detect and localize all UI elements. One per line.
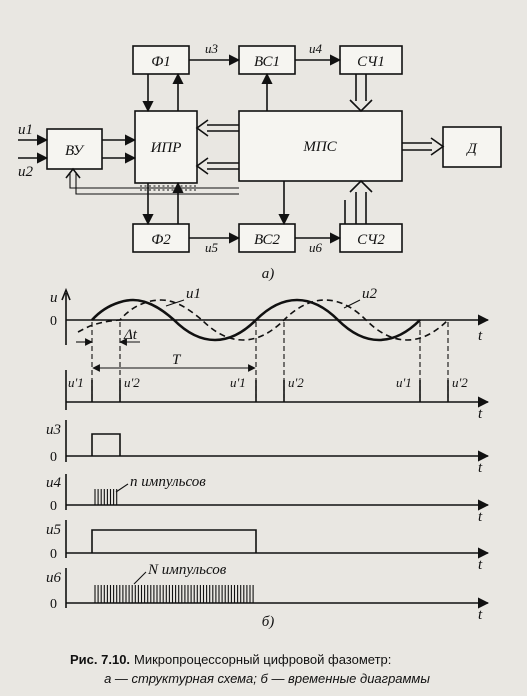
wave-u6-pulses [94, 585, 254, 603]
impulse-u2-label-3: u'2 [452, 375, 468, 390]
axis-t-label-2: t [478, 406, 483, 422]
block-diagram: Ф1 ВС1 СЧ1 ВУ ИПР МПС Д Ф2 ВС2 СЧ2 u1 u2… [18, 41, 502, 282]
n-pulses-leader [115, 483, 129, 493]
N-pulses-label: N импульсов [147, 562, 227, 578]
impulse-u2-label-1: u'2 [124, 375, 140, 390]
wave-u1-label: u1 [186, 286, 201, 302]
wave-u4-pulses [94, 489, 118, 505]
axis-t-label-4: t [478, 509, 483, 525]
wave-u2-leader [343, 299, 361, 309]
part-b-label: б) [262, 614, 275, 630]
mps-vu-feedback-b [75, 172, 239, 195]
block-f2-label: Ф2 [151, 232, 171, 248]
block-d-label: Д [465, 141, 478, 157]
axis-t-label-1: t [478, 328, 483, 344]
block-d [442, 126, 502, 168]
axis-t-label-6: t [478, 607, 483, 623]
block-ipr-label: ИПР [150, 140, 182, 156]
axis-u-arrow [61, 287, 71, 301]
part-a-label: а) [262, 266, 275, 282]
axis-u6-label: u6 [46, 570, 62, 586]
figure-caption: Рис. 7.10. Микропроцессорный цифровой фаз… [70, 652, 430, 686]
caption-line-2: а — структурная схема; б — временные диа… [104, 671, 430, 686]
n-pulses-label: n импульсов [130, 474, 206, 490]
block-sch1 [339, 45, 403, 75]
mps-ipr-bus-1-head [195, 119, 209, 137]
axis-u-label: u [50, 290, 58, 306]
signal-u6-label: u6 [309, 240, 323, 255]
axis-u4-label: u4 [46, 475, 62, 491]
impulse-u1-label-1: u'1 [68, 375, 84, 390]
block-sch1-label: СЧ1 [357, 54, 385, 70]
wave-u1-leader [165, 299, 185, 307]
mps-vu-feedback-head [65, 167, 81, 179]
mps-d-bus-head [430, 137, 445, 156]
sch2-mps-bus-head [349, 179, 373, 193]
block-ipr [134, 110, 198, 184]
signal-u3-label: u3 [205, 41, 219, 56]
input-u1-label: u1 [18, 122, 33, 138]
block-vu-label: ВУ [65, 143, 85, 159]
axis-zero-5: 0 [50, 547, 57, 562]
impulse-u1-label-2: u'1 [230, 375, 246, 390]
delta-t-label: Δt [123, 327, 138, 343]
block-mps [238, 110, 403, 182]
block-f2 [132, 223, 190, 253]
wave-u3-pulse [91, 433, 121, 456]
axis-u3-label: u3 [46, 422, 61, 438]
impulse-u1-label-3: u'1 [396, 375, 412, 390]
caption-title: Микропроцессорный цифровой фазометр: [134, 652, 391, 667]
impulse-u2-label-2: u'2 [288, 375, 304, 390]
N-pulses-leader [133, 571, 147, 585]
axis-zero-1: 0 [50, 314, 57, 329]
block-mps-label: МПС [302, 139, 337, 155]
block-vs1-label: ВС1 [254, 54, 280, 70]
signal-u5-label: u5 [205, 240, 219, 255]
block-vs2-label: ВС2 [254, 232, 280, 248]
block-f1 [132, 45, 190, 75]
caption-line-1: Рис. 7.10. Микропроцессорный цифровой фаз… [70, 652, 391, 667]
wave-u5-pulse [91, 529, 257, 553]
mps-ipr-bus-2-head [195, 157, 209, 175]
signal-u4-label: u4 [309, 41, 323, 56]
wave-u1 [91, 298, 421, 342]
timing-diagrams: u 0 t u1 u2 Δt T t u'1 u'2 [46, 286, 490, 630]
block-sch2-label: СЧ2 [357, 232, 385, 248]
mps-vu-feedback-a [69, 172, 239, 189]
period-label: T [172, 352, 182, 368]
axis-t-label-3: t [478, 460, 483, 476]
wave-u2-label: u2 [362, 286, 378, 302]
block-f1-label: Ф1 [151, 54, 171, 70]
axis-t-label-5: t [478, 557, 483, 573]
axis-u5-label: u5 [46, 522, 62, 538]
caption-number: Рис. 7.10. [70, 652, 130, 667]
axis-zero-3: 0 [50, 450, 57, 465]
input-u2-label: u2 [18, 164, 34, 180]
sch1-mps-bus-head [349, 99, 373, 113]
block-vu [46, 128, 103, 170]
axis-zero-4: 0 [50, 499, 57, 514]
axis-zero-6: 0 [50, 597, 57, 612]
